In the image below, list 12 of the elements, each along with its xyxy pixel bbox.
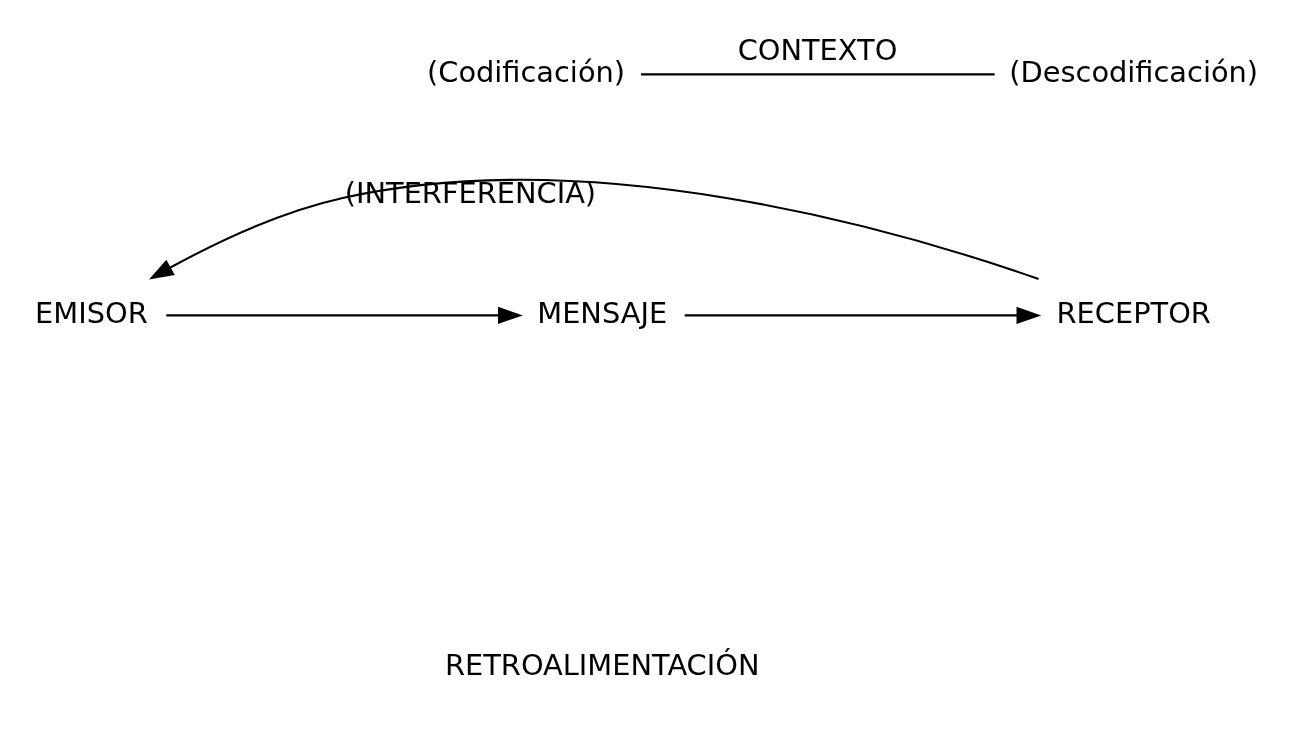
node-text: MENSAJE bbox=[536, 296, 667, 330]
label: RETROALIMENTACIÓN bbox=[444, 648, 759, 683]
node-text: EMISOR bbox=[34, 296, 148, 330]
connector bbox=[640, 73, 995, 76]
node-text: RECEPTOR bbox=[1056, 296, 1211, 330]
arrow bbox=[684, 306, 1041, 325]
arrow bbox=[148, 179, 1039, 280]
edge-label: (INTERFERENCIA) bbox=[344, 175, 596, 210]
node-text: (Descodificación) bbox=[1008, 54, 1258, 89]
node-text: (Codificación) bbox=[426, 54, 625, 89]
edge-label: CONTEXTO bbox=[737, 33, 897, 68]
arrow bbox=[165, 306, 523, 325]
